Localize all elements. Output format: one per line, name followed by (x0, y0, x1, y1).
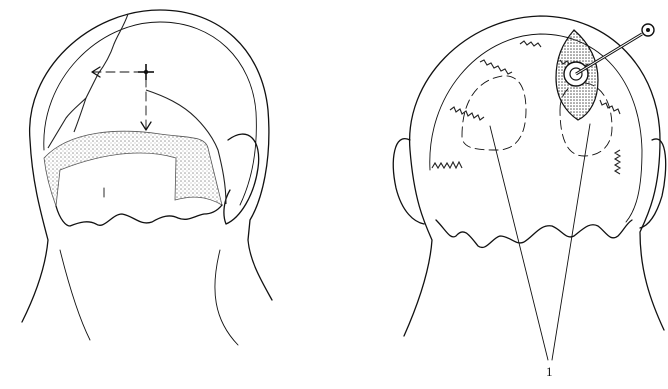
right-ear-left (393, 139, 424, 224)
left-sagittal-suture (74, 14, 128, 132)
right-scalp-flap-outline (430, 34, 642, 222)
left-flap-lower-edge (56, 205, 222, 226)
right-head-drawing: 1 (393, 16, 665, 379)
left-shoulder-line (215, 250, 238, 345)
right-leader-line-right (552, 124, 590, 360)
left-neck-line (60, 250, 90, 340)
right-ear-right (640, 139, 666, 228)
left-head-drawing (22, 10, 272, 345)
right-head-outline (404, 16, 664, 336)
left-scalp-inner-line (44, 22, 257, 205)
right-flap-lower-edge (436, 220, 632, 247)
right-leader-line-left (490, 126, 548, 360)
left-bone-flap-band (44, 131, 222, 206)
left-landmark-cross (138, 64, 154, 80)
left-ear (224, 134, 259, 224)
right-callout-label: 1 (546, 364, 553, 379)
